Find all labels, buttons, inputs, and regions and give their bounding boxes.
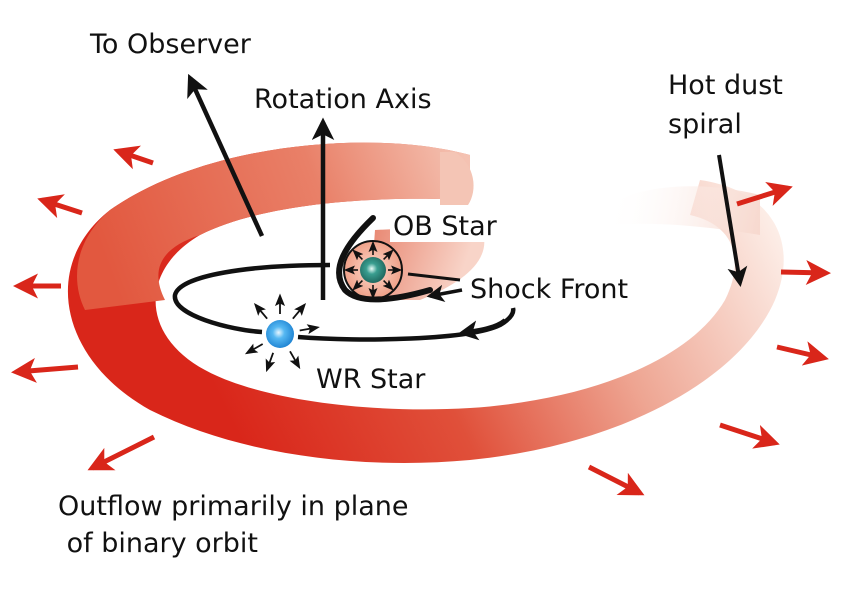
wr-wind-arrow [289,350,301,370]
outflow-arrows [11,145,831,496]
outflow-arrow [113,145,154,170]
spiral-inner-arm-end [440,152,474,205]
outflow-arrow [87,434,156,471]
ob-wind-arrow [382,249,394,261]
wr-star [266,320,294,348]
label-shock-front: Shock Front [470,274,628,305]
ob-wind-arrow [352,249,364,261]
orbit-direction-arrow [458,318,507,341]
wr-wind-arrow [292,302,307,320]
outflow-arrow [776,341,829,366]
outflow-arrow [11,357,79,383]
orbit-front-arc [297,307,516,342]
to-observer-arrow [187,73,265,237]
shock-leader-arrow [426,284,463,303]
outflow-arrow [780,260,831,286]
hot-dust-pointer-arrow [717,154,748,287]
wr-wind-arrow [253,302,268,320]
shock-leader-upper [407,272,461,282]
outflow-arrow [719,422,780,449]
spiral-faint-tail [610,186,760,235]
ob-wind-arrow [352,279,364,291]
ob-wind-arrows [343,240,403,300]
outflow-arrow [587,464,645,496]
wr-wind-arrow [244,343,264,355]
wr-wind-arrow [265,352,276,373]
label-wr-star: WR Star [316,364,426,395]
ob-wind-arrow [382,279,394,291]
spiral-top-arm [77,142,470,310]
orbit-back-arc [172,262,331,335]
label-ob-star: OB Star [393,211,498,242]
label-outflow-line2: of binary orbit [58,528,258,559]
label-outflow-line1: Outflow primarily in plane [58,491,409,522]
ob-label-backing [390,208,500,242]
label-rotation-axis: Rotation Axis [254,84,432,115]
wr-wind-arrow [299,324,320,335]
spiral-outer-band [67,142,784,463]
ob-star-group [336,215,433,303]
ob-star [360,257,386,283]
label-hot-dust-line2: spiral [668,109,742,140]
wr-star-group [244,293,320,373]
shock-front-curve [336,215,433,303]
label-hot-dust-line1: Hot dust [668,70,783,101]
label-to-observer: To Observer [89,29,252,60]
outflow-arrow [37,194,83,219]
wr-wind-arrows [244,293,320,373]
outflow-arrow [736,182,793,207]
binary-orbit [172,262,516,342]
